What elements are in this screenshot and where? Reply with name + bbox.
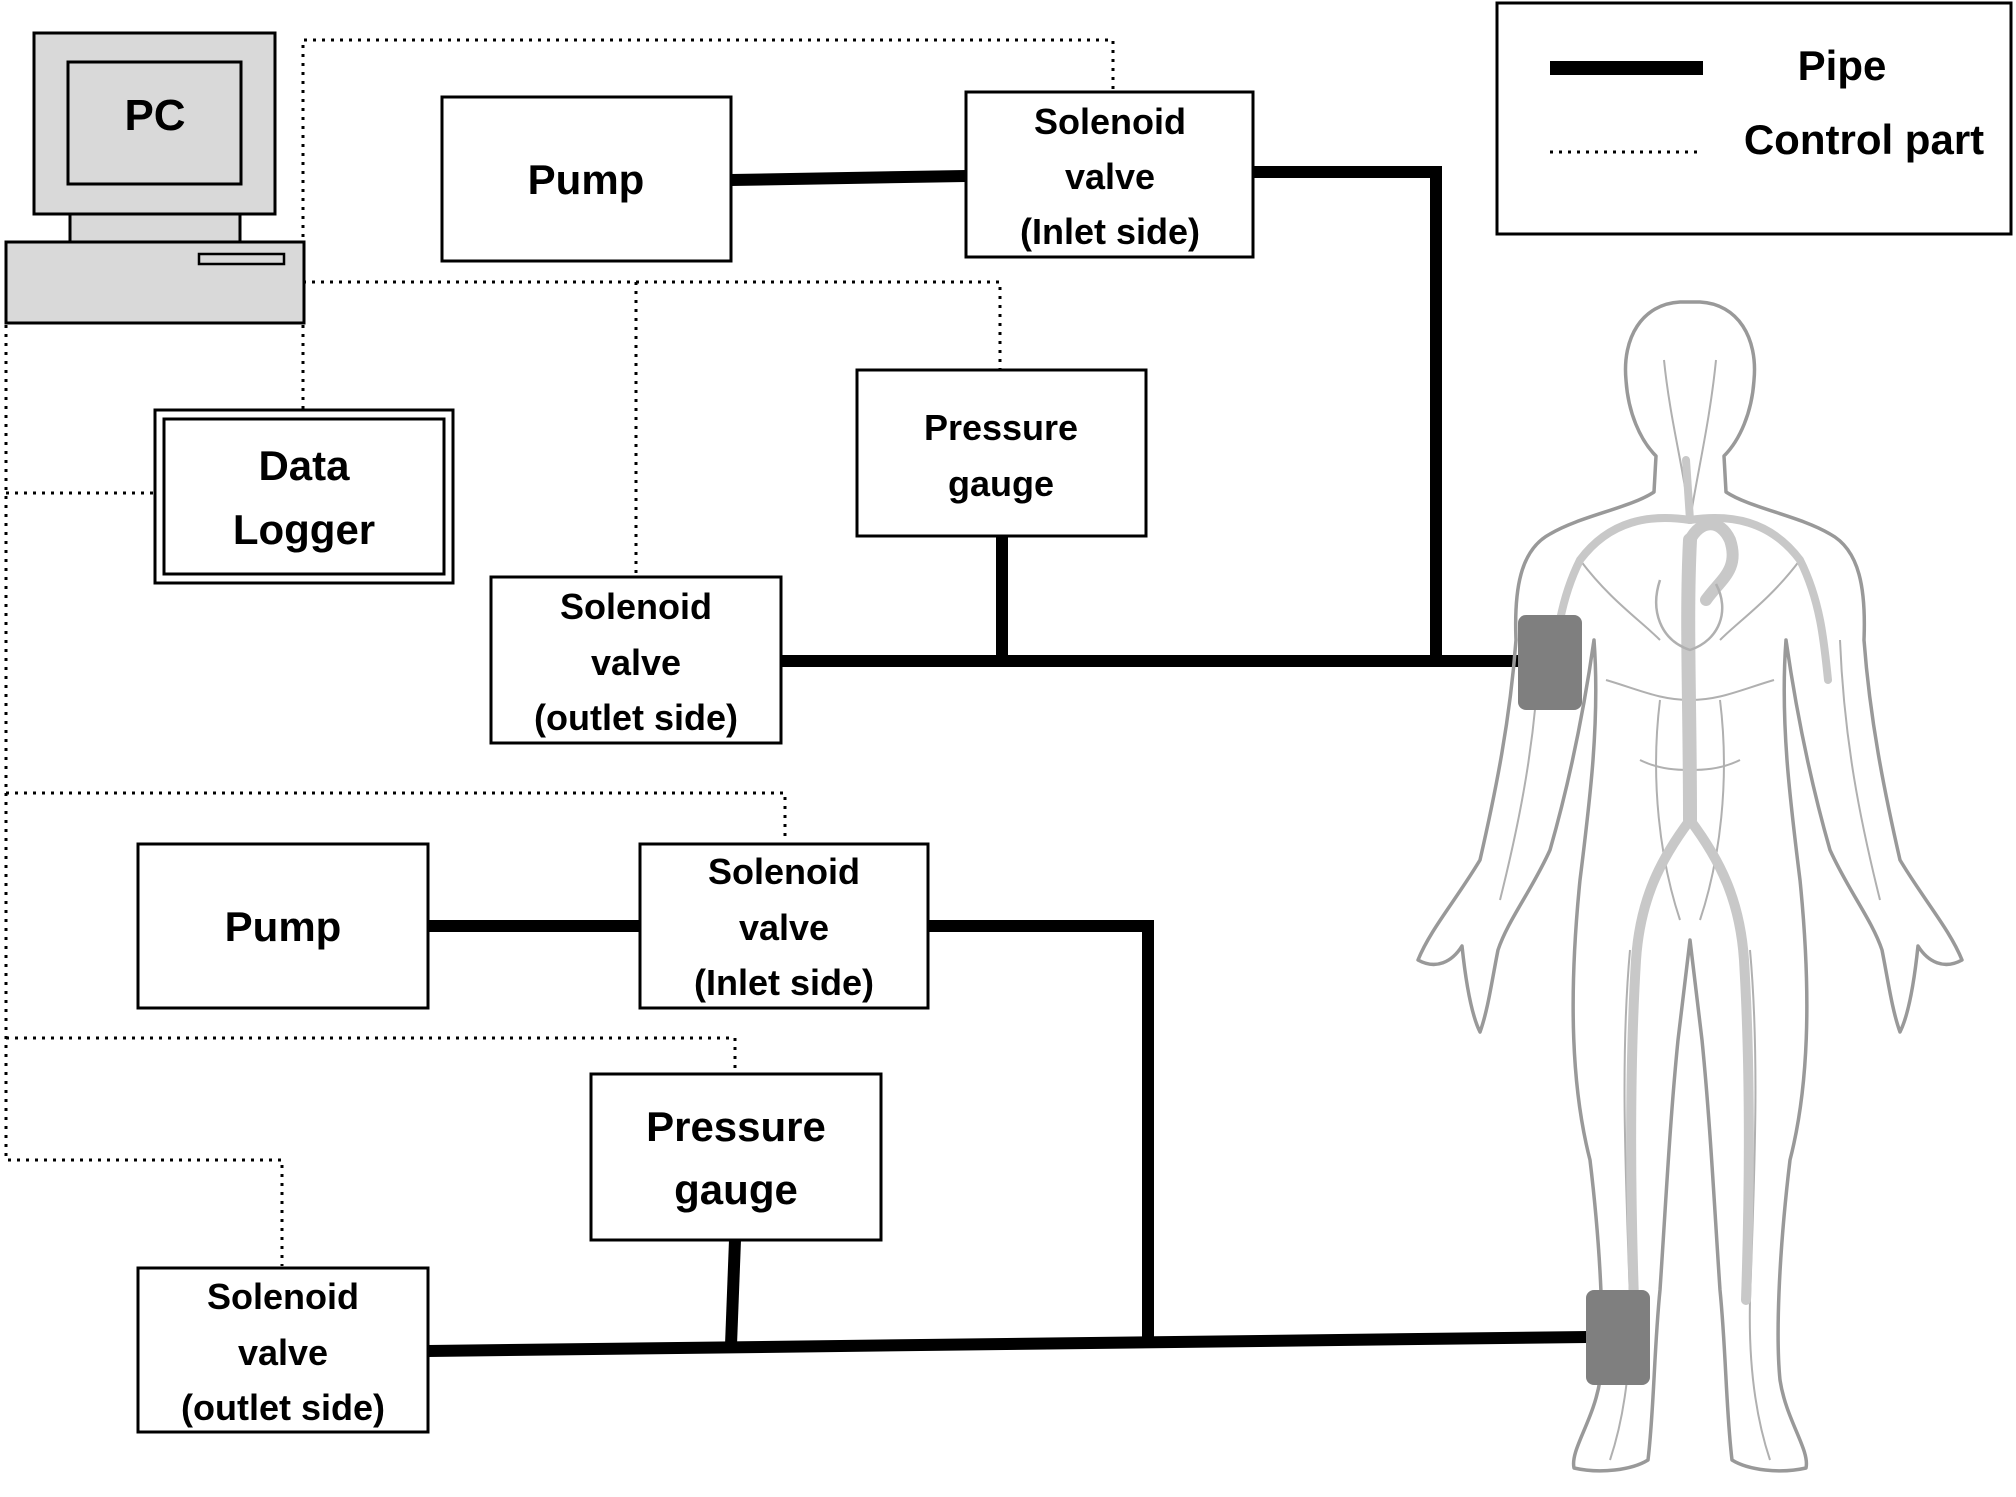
pc-screen — [66, 60, 243, 186]
upper-pressure-gauge-line2: gauge — [948, 463, 1054, 504]
upper-arm-cuff — [1518, 615, 1582, 710]
upper-pressure-gauge-box: Pressure gauge — [855, 368, 1148, 538]
control-line-lower-inlet-valve — [6, 791, 787, 842]
lower-leg-cuff — [1586, 1290, 1650, 1385]
legend-control-label: Control part — [1744, 116, 1984, 163]
pipe-lower-inlet-to-junction — [928, 920, 1154, 1337]
pc-disk-drive — [197, 252, 286, 266]
data-logger-label-line1: Data — [258, 442, 350, 489]
legend: Pipe Control part — [1495, 1, 2013, 236]
legend-box — [1495, 1, 2013, 236]
lower-outlet-valve-line1: Solenoid — [207, 1276, 359, 1317]
upper-outlet-valve-line3: (outlet side) — [534, 697, 738, 738]
lower-pressure-gauge-line2: gauge — [674, 1166, 798, 1213]
lower-pump-box: Pump — [136, 842, 430, 1010]
lower-outlet-valve-box: Solenoid valve (outlet side) — [136, 1266, 430, 1434]
data-logger-inner-border — [162, 417, 446, 576]
lower-inlet-valve-line1: Solenoid — [708, 851, 860, 892]
upper-pressure-gauge-line1: Pressure — [924, 407, 1078, 448]
upper-inlet-valve-line1: Solenoid — [1034, 101, 1186, 142]
pc-monitor-stand — [68, 212, 242, 244]
lower-inlet-valve-line3: (Inlet side) — [694, 962, 874, 1003]
upper-pump-label: Pump — [528, 156, 645, 203]
upper-outlet-valve-box: Solenoid valve (outlet side) — [489, 575, 783, 745]
control-line-pc-bus — [303, 280, 1002, 370]
upper-inlet-valve-box: Solenoid valve (Inlet side) — [964, 90, 1255, 259]
control-line-lower-pressure-gauge — [6, 1036, 737, 1070]
human-body-illustration — [1416, 300, 1964, 1473]
pipe-lower-gauge — [725, 1239, 741, 1346]
data-logger-label-line2: Logger — [233, 506, 375, 553]
data-logger-box: Data Logger — [153, 408, 455, 585]
lower-outlet-valve-line3: (outlet side) — [181, 1387, 385, 1428]
control-line-left-bus — [4, 325, 284, 1266]
pipe-upper-pump-to-inlet — [730, 170, 967, 186]
body-veins — [1499, 359, 1881, 1461]
lower-inlet-valve-line2: valve — [739, 907, 829, 948]
legend-pipe-label: Pipe — [1798, 42, 1887, 89]
lower-pump-label: Pump — [225, 903, 342, 950]
upper-inlet-valve-line2: valve — [1065, 156, 1155, 197]
pc-label: PC — [124, 91, 185, 140]
upper-inlet-valve-line3: (Inlet side) — [1020, 211, 1200, 252]
body-outline — [1416, 300, 1964, 1473]
pipe-lower-main — [427, 1331, 1589, 1357]
body-heart — [1655, 579, 1724, 652]
lower-outlet-valve-line2: valve — [238, 1332, 328, 1373]
lower-inlet-valve-box: Solenoid valve (Inlet side) — [638, 842, 930, 1010]
upper-outlet-valve-line1: Solenoid — [560, 586, 712, 627]
lower-pressure-gauge-line1: Pressure — [646, 1103, 826, 1150]
pipes — [427, 166, 1589, 1357]
control-lines — [4, 38, 1115, 1266]
pc-computer: PC — [4, 31, 306, 325]
upper-pump-box: Pump — [440, 95, 733, 263]
body-arteries — [1548, 456, 1832, 1305]
pipe-upper-inlet-to-junction — [1253, 166, 1442, 661]
lower-pressure-gauge-box: Pressure gauge — [589, 1072, 883, 1242]
upper-outlet-valve-line2: valve — [591, 642, 681, 683]
data-logger-outer-border — [153, 408, 455, 585]
